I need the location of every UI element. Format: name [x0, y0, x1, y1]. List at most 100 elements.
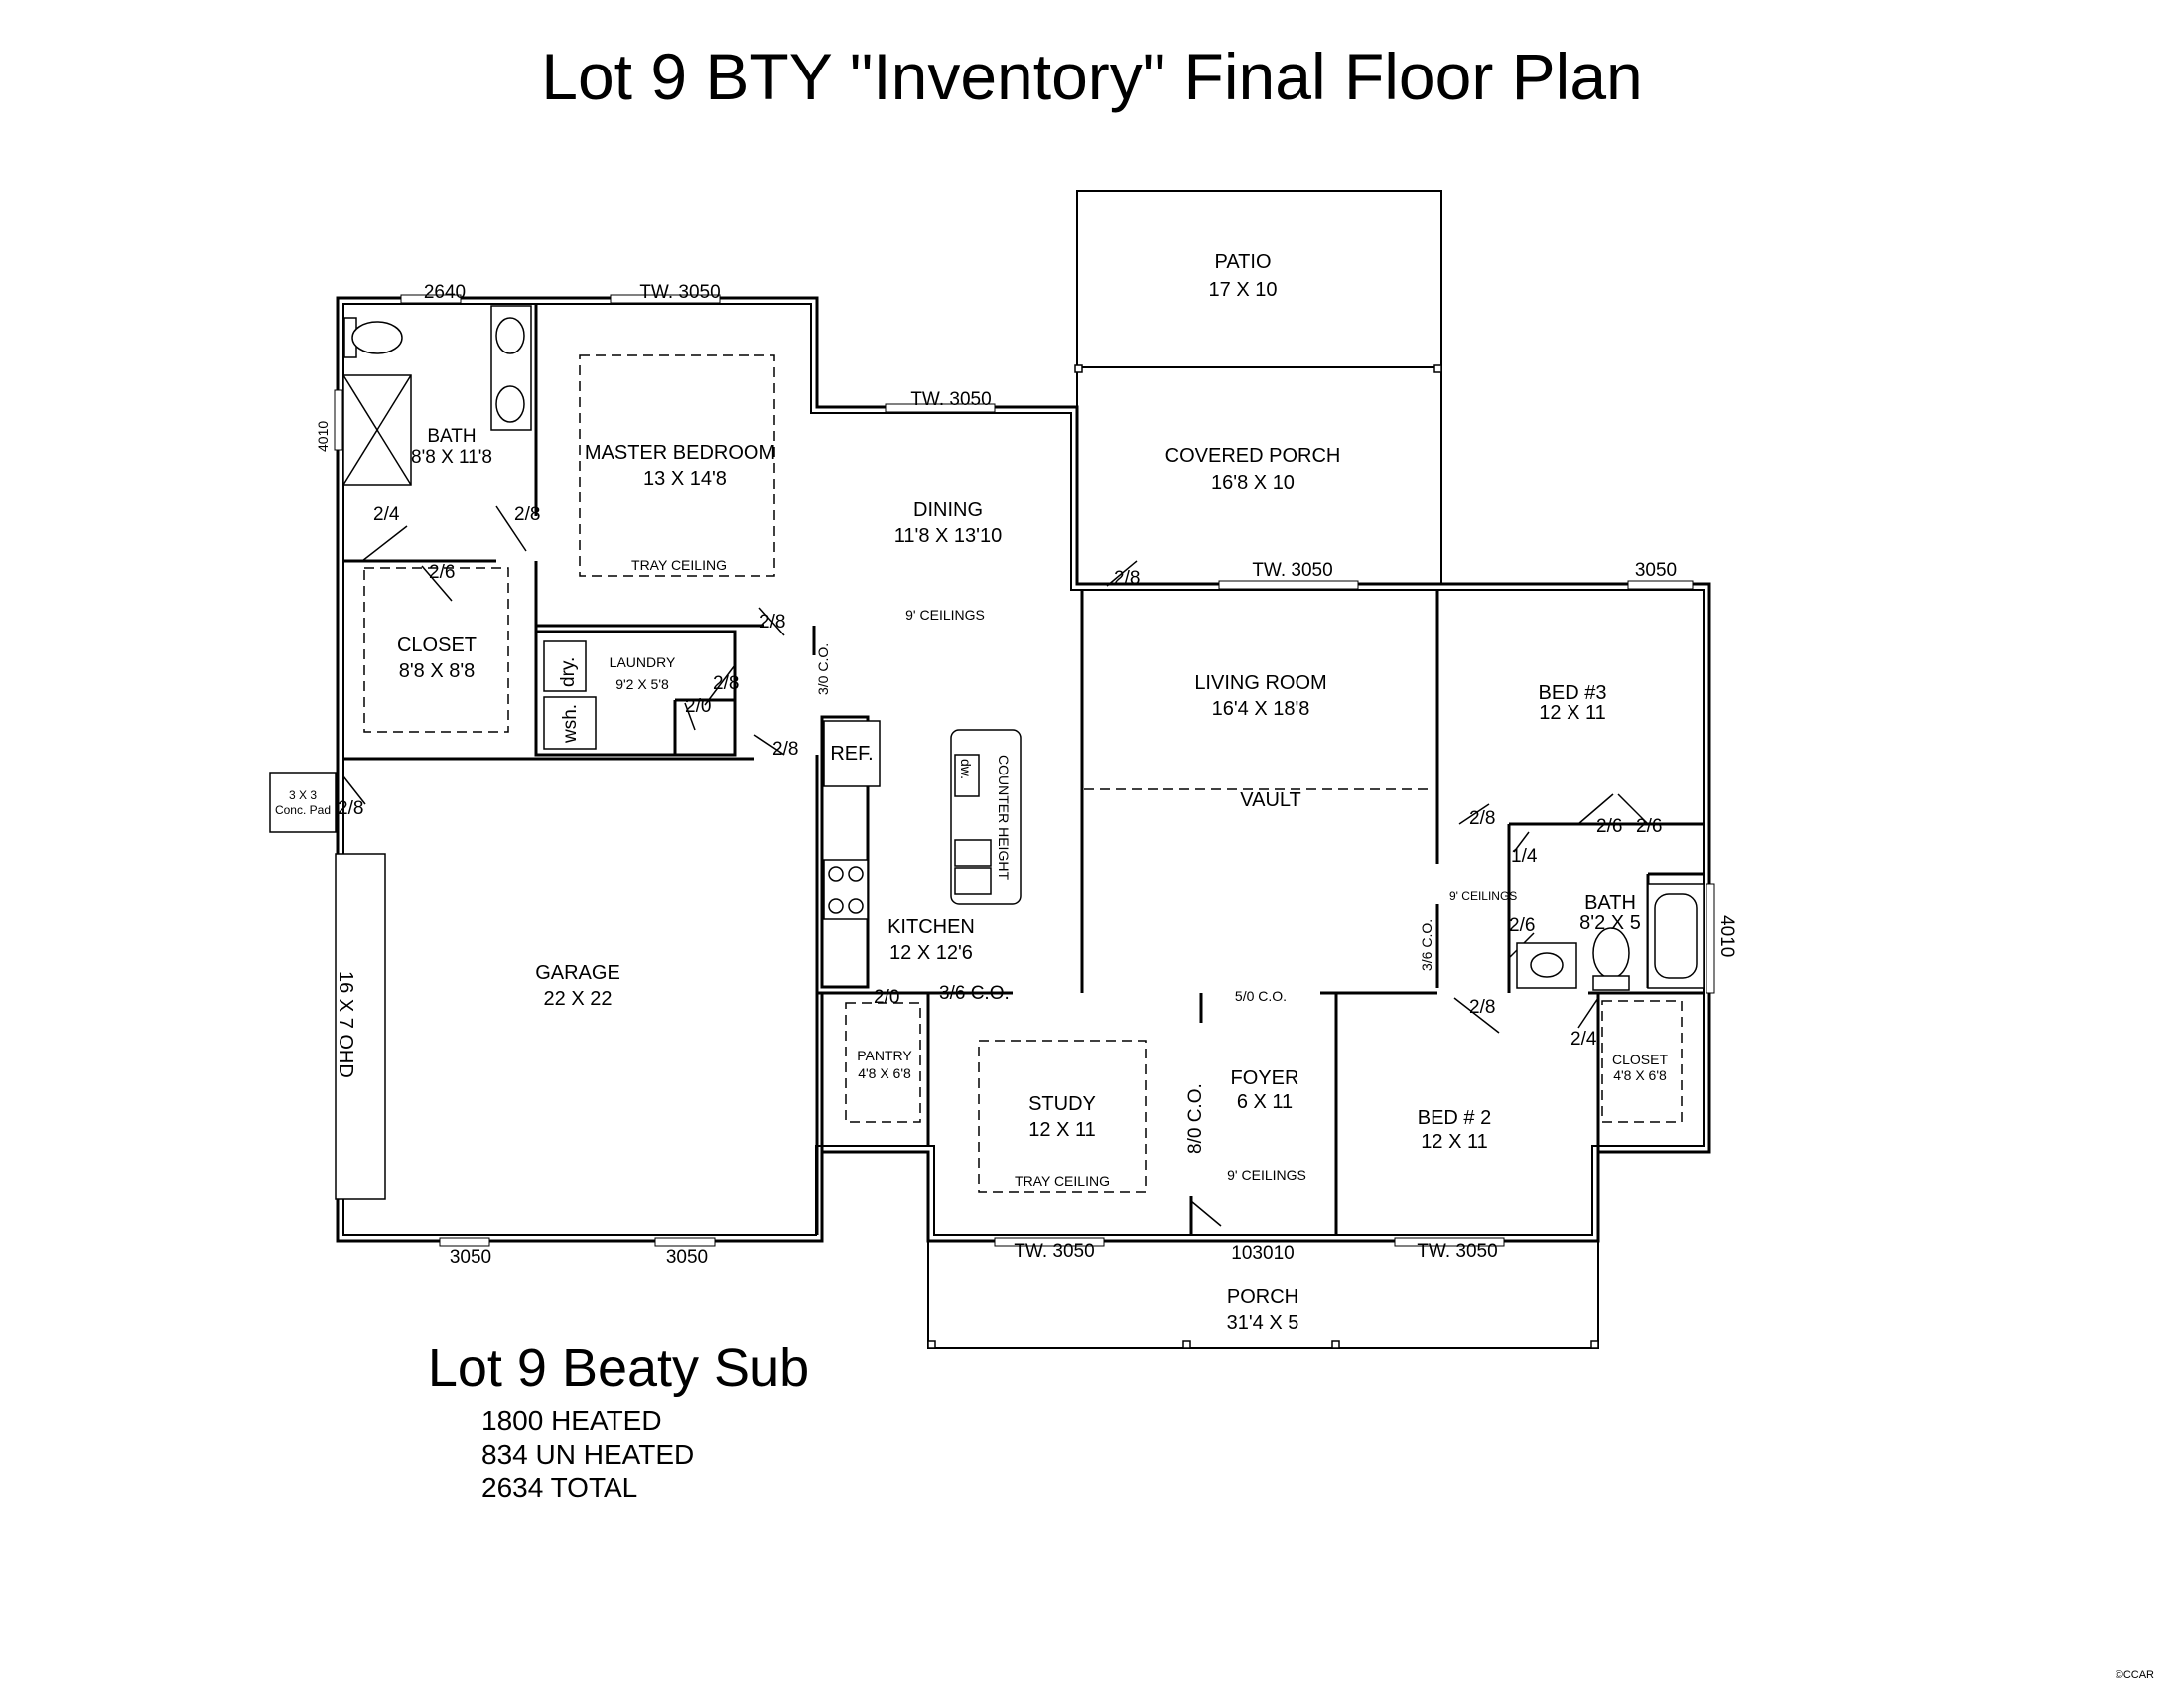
room-label-foyer: FOYER: [1231, 1067, 1299, 1089]
door-label: 2/4: [1570, 1029, 1597, 1050]
front-porch: [927, 1240, 1599, 1349]
door-label: 2/6: [1509, 915, 1535, 936]
windows: [334, 294, 1715, 1247]
front-door-label: 103010: [1231, 1243, 1294, 1264]
door-label: 2/8: [338, 798, 363, 819]
window-tw-living: TW. 3050: [1252, 560, 1332, 581]
room-label-pantry: PANTRY: [857, 1048, 912, 1063]
room-label-porch: PORCH: [1227, 1286, 1298, 1308]
window-tw-dining: TW. 3050: [910, 389, 991, 410]
plan-title: Lot 9 BTY "Inventory" Final Floor Plan: [541, 40, 1643, 113]
window-tw-bed2: TW. 3050: [1417, 1241, 1497, 1262]
dryer-icon: [543, 640, 587, 692]
room-size-study: 12 X 11: [1028, 1119, 1095, 1141]
room-size-bath2: 8'2 X 5: [1579, 913, 1641, 934]
room-size-patio: 17 X 10: [1209, 279, 1278, 301]
room-label-master-bath: BATH: [427, 426, 476, 447]
window-3050-garage-1: 3050: [450, 1247, 491, 1268]
conc-pad-size: 3 X 3: [289, 788, 317, 802]
cased-opening-label: 5/0 C.O.: [1235, 988, 1287, 1004]
room-label-living-room: LIVING ROOM: [1194, 672, 1326, 694]
door-label: 2/6: [429, 562, 455, 583]
room-size-master-bath: 8'8 X 11'8: [411, 447, 492, 468]
room-size-closet2: 4'8 X 6'8: [1613, 1067, 1667, 1083]
area-heated: 1800 HEATED: [481, 1405, 662, 1436]
dryer-label: dry.: [558, 657, 579, 687]
window-4010-master: 4010: [315, 421, 331, 452]
room-size-bed3: 12 X 11: [1539, 702, 1605, 724]
room-size-kitchen: 12 X 12'6: [889, 942, 973, 964]
room-size-closet: 8'8 X 8'8: [399, 660, 476, 682]
door-label: 2/8: [713, 673, 739, 694]
sink-icon: [1516, 942, 1577, 989]
room-label-study: STUDY: [1028, 1093, 1096, 1115]
room-label-bath2: BATH: [1584, 892, 1636, 914]
room-size-bed2: 12 X 11: [1421, 1131, 1487, 1153]
door-label: 2/8: [759, 612, 785, 633]
conc-pad-label: Conc. Pad: [275, 803, 331, 817]
cased-opening-label: 8/0 C.O.: [1185, 1083, 1206, 1154]
room-label-bed2: BED # 2: [1418, 1107, 1491, 1129]
door-label: 2/6: [1596, 816, 1622, 837]
room-size-master-bedroom: 13 X 14'8: [643, 468, 727, 490]
room-label-covered-porch: COVERED PORCH: [1165, 445, 1341, 467]
door-label: 2/0: [874, 987, 899, 1008]
refrigerator-icon: [823, 720, 881, 787]
door-label: 1/4: [1511, 846, 1538, 867]
vault-label: VAULT: [1240, 789, 1301, 811]
dashed-lines: [363, 354, 1683, 1193]
room-label-garage: GARAGE: [535, 962, 620, 984]
area-unheated: 834 UN HEATED: [481, 1439, 694, 1470]
room-label-patio: PATIO: [1214, 251, 1271, 273]
door-label: 2/8: [514, 504, 540, 525]
door-label: 2/0: [685, 696, 711, 717]
foyer-ceilings: 9' CEILINGS: [1227, 1167, 1306, 1183]
door-label: 2/8: [1114, 568, 1140, 589]
door-swings: [342, 505, 1649, 1227]
watermark: ©CCAR: [2116, 1669, 2154, 1681]
counter-height-label: COUNTER HEIGHT: [996, 755, 1012, 880]
plan-text: Lot 9 BTY "Inventory" Final Floor Plan P…: [275, 40, 2154, 1681]
room-size-garage: 22 X 22: [544, 988, 613, 1010]
walls: [336, 296, 1711, 1243]
room-size-living-room: 16'4 X 18'8: [1212, 698, 1310, 720]
room-size-pantry: 4'8 X 6'8: [858, 1065, 911, 1081]
room-label-kitchen: KITCHEN: [887, 916, 975, 938]
room-label-closet: CLOSET: [397, 634, 477, 656]
room-label-dining: DINING: [913, 499, 983, 521]
room-label-master-bedroom: MASTER BEDROOM: [585, 442, 775, 464]
dining-ceilings: 9' CEILINGS: [905, 607, 985, 623]
window-tw-master: TW. 3050: [639, 282, 720, 303]
room-size-dining: 11'8 X 13'10: [894, 525, 1002, 547]
room-label-closet2: CLOSET: [1612, 1052, 1668, 1067]
patio-area: [1074, 190, 1442, 584]
door-label: 2/8: [1469, 808, 1495, 829]
window-2640: 2640: [424, 282, 466, 303]
room-size-porch: 31'4 X 5: [1227, 1312, 1299, 1334]
window-3050-garage-2: 3050: [666, 1247, 708, 1268]
room-label-laundry: LAUNDRY: [610, 654, 676, 670]
garage-door-label: 16 X 7 OHD: [335, 971, 356, 1078]
door-label: 2/8: [772, 739, 798, 760]
subdivision-title: Lot 9 Beaty Sub: [428, 1338, 809, 1398]
room-label-bed3: BED #3: [1539, 682, 1607, 704]
dishwasher-label: dw.: [958, 759, 974, 779]
washer-icon: [543, 696, 597, 750]
cased-opening-label: 3/0 C.O.: [815, 643, 831, 695]
window-4010-bath2: 4010: [1716, 915, 1737, 957]
door-label: 2/8: [1469, 997, 1495, 1018]
window-tw-study: TW. 3050: [1014, 1241, 1094, 1262]
cased-opening-label: 3/6 C.O.: [939, 983, 1010, 1004]
door-label: 2/4: [373, 504, 400, 525]
toilet-icon-bath2: [1592, 927, 1630, 979]
washer-label: wsh.: [560, 704, 581, 744]
area-total: 2634 TOTAL: [481, 1473, 637, 1503]
ref-label: REF.: [830, 743, 873, 765]
door-label: 2/6: [1636, 816, 1662, 837]
hall-ceilings: 9' CEILINGS: [1449, 889, 1517, 903]
study-tray-ceiling: TRAY CEILING: [1015, 1173, 1110, 1189]
window-3050-bed3: 3050: [1635, 560, 1677, 581]
cased-opening-label: 3/6 C.O.: [1419, 919, 1434, 971]
master-tray-ceiling: TRAY CEILING: [631, 557, 727, 573]
